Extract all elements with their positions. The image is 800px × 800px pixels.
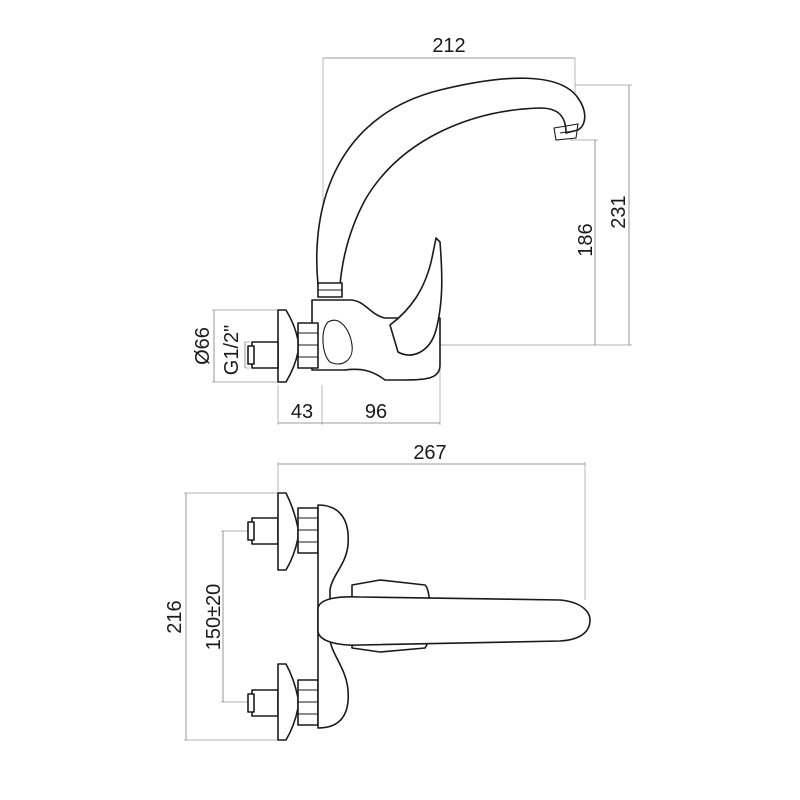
dim-center-distance: 150±20: [203, 584, 225, 651]
top-view: 267 216 150±20: [164, 442, 591, 741]
dim-thread: G1/2": [221, 325, 243, 375]
dim-flange-diameter: Ø66: [192, 327, 214, 365]
dim-overall-width: 216: [164, 600, 186, 633]
dim-connector-depth: 43: [291, 401, 313, 423]
spout: [316, 77, 586, 286]
dim-outlet-height: 186: [575, 223, 597, 256]
dim-spout-reach: 212: [432, 35, 465, 57]
dim-overall-length: 267: [413, 442, 446, 464]
lever-handle: [389, 237, 443, 356]
dim-body-depth: 96: [365, 401, 387, 423]
side-view-dimension-lines: [212, 57, 632, 425]
dim-total-height: 231: [608, 195, 630, 228]
top-view-dimension-lines: [184, 462, 586, 741]
lower-eccentric-connector: [251, 689, 279, 717]
top-lever-handle: [317, 595, 591, 646]
eccentric-connector: [251, 341, 279, 369]
side-faucet-body: [247, 77, 586, 383]
wall-flange: [277, 309, 299, 383]
upper-flange: [277, 492, 299, 571]
lower-flange: [277, 663, 299, 741]
top-faucet-body: [247, 492, 591, 741]
side-view: 212 231 186 Ø66 G1/2" 43 96: [192, 35, 632, 425]
upper-eccentric-connector: [251, 517, 279, 545]
